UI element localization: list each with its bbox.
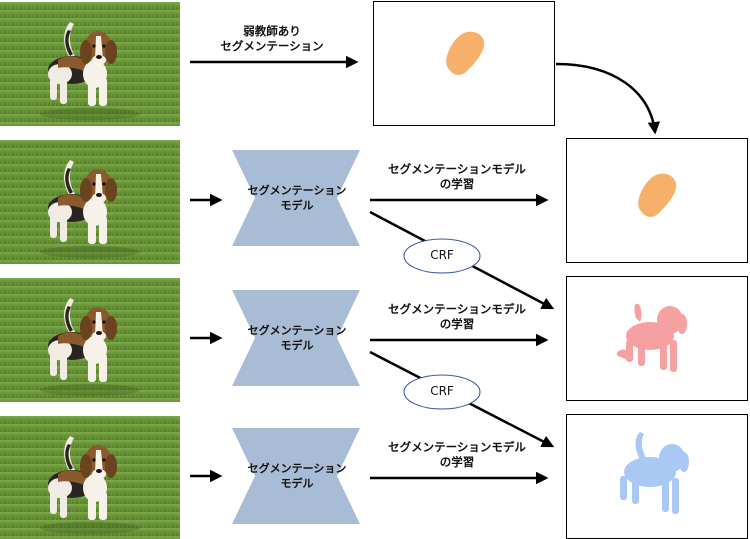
- crf-label-1: CRF: [414, 248, 470, 262]
- train-label-4-line2: の学習: [362, 455, 552, 470]
- train-label-3: セグメンテーションモデル の学習: [362, 302, 552, 332]
- input-photo-2: [0, 140, 180, 264]
- train-label-3-line1: セグメンテーションモデル: [362, 302, 552, 317]
- train-label-2-line1: セグメンテーションモデル: [362, 162, 552, 177]
- weak-seg-label-line1: 弱教師あり: [187, 24, 357, 39]
- train-label-2-line2: の学習: [362, 177, 552, 192]
- network-label-3-line2: モデル: [232, 338, 362, 353]
- network-label-2-line2: モデル: [232, 198, 362, 213]
- network-label-4-line2: モデル: [232, 476, 362, 491]
- train-label-2: セグメンテーションモデル の学習: [362, 162, 552, 192]
- network-label-4-line1: セグメンテーション: [232, 461, 362, 476]
- network-label-3-line1: セグメンテーション: [232, 323, 362, 338]
- input-photo-1: [0, 2, 180, 126]
- weak-seg-label: 弱教師あり セグメンテーション: [187, 24, 357, 54]
- network-label-4: セグメンテーション モデル: [232, 461, 362, 491]
- train-label-4: セグメンテーションモデル の学習: [362, 440, 552, 470]
- network-label-3: セグメンテーション モデル: [232, 323, 362, 353]
- network-label-2-line1: セグメンテーション: [232, 183, 362, 198]
- crf-label-2: CRF: [414, 384, 470, 398]
- input-photo-4: [0, 416, 180, 539]
- weak-seg-label-line2: セグメンテーション: [187, 39, 357, 54]
- train-label-4-line1: セグメンテーションモデル: [362, 440, 552, 455]
- input-photo-3: [0, 278, 180, 402]
- network-label-2: セグメンテーション モデル: [232, 183, 362, 213]
- curved-arrow: [556, 64, 655, 132]
- train-label-3-line2: の学習: [362, 317, 552, 332]
